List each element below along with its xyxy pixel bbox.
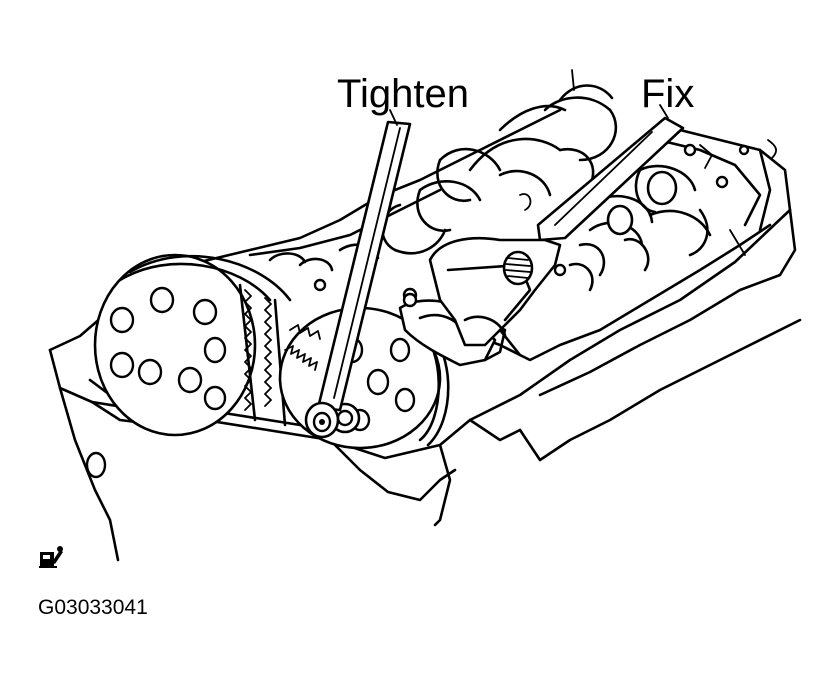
timing-sprocket bbox=[93, 253, 292, 437]
tighten-leader-line bbox=[389, 109, 398, 126]
adjustable-wrench bbox=[428, 116, 685, 357]
ring-wrench bbox=[304, 120, 412, 439]
tighten-label: Tighten bbox=[337, 72, 469, 116]
wrench-book-icon bbox=[39, 546, 63, 568]
figure-code: G03033041 bbox=[38, 596, 148, 619]
fix-leader-line bbox=[659, 104, 669, 119]
fix-label: Fix bbox=[641, 72, 695, 116]
